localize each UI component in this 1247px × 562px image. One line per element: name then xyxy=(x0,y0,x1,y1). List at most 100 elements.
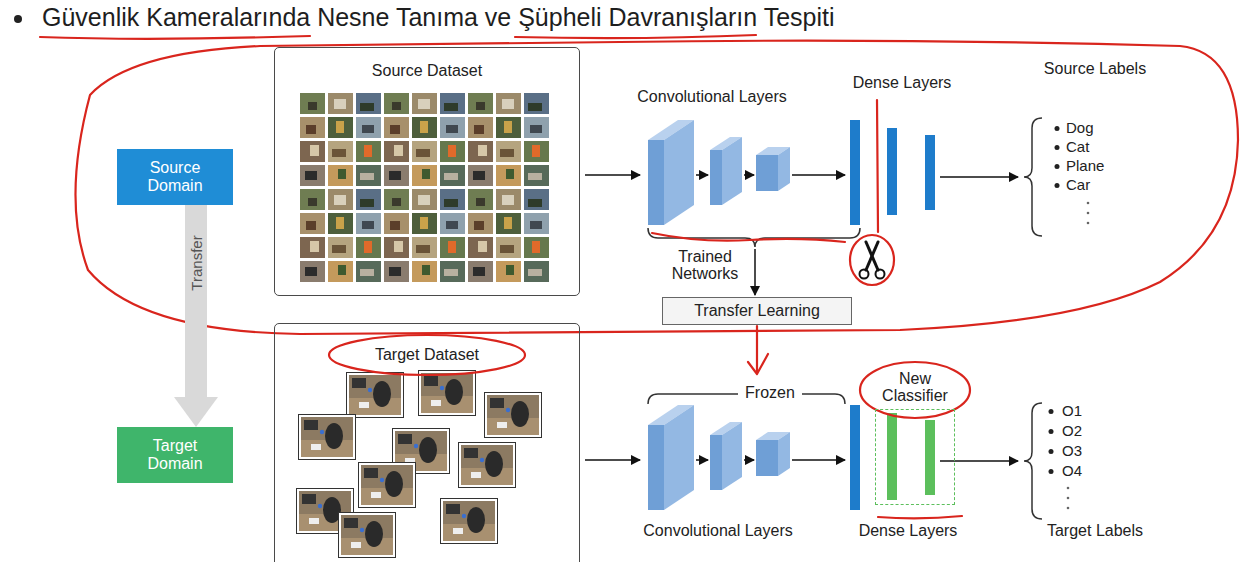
dense-bar xyxy=(850,120,860,225)
group-heading: New Classifier xyxy=(876,368,954,404)
brace xyxy=(648,228,860,247)
bullet xyxy=(1049,409,1054,414)
list-item: O3 xyxy=(1062,442,1082,459)
conv-face xyxy=(648,425,664,510)
conv-side xyxy=(664,405,694,510)
ellipsis-dot xyxy=(1087,202,1090,205)
box-label: Transfer Learning xyxy=(694,302,820,320)
flow-arrow xyxy=(744,459,754,461)
conv-face xyxy=(710,435,722,490)
brace xyxy=(648,394,738,404)
conv-face xyxy=(756,155,778,191)
list-heading: Target Labels xyxy=(1025,522,1165,539)
dense-bar-new xyxy=(887,413,897,500)
axis-caption: Convolutional Layers xyxy=(618,522,818,539)
title: Güvenlik Kameralarında Nesne Tanıma ve Ş… xyxy=(42,2,835,32)
bullet xyxy=(1055,145,1060,150)
domain-label: Source Domain xyxy=(135,159,215,196)
dense-bar xyxy=(850,405,860,510)
scissors-ring xyxy=(860,270,869,279)
red-circle xyxy=(850,235,894,285)
photo-grid xyxy=(300,93,552,285)
flow-arrow xyxy=(940,460,1018,462)
red-cut-line xyxy=(877,100,878,232)
scissors-ring xyxy=(876,270,885,279)
conv-side xyxy=(722,137,742,205)
bracket-label: Trained Networks xyxy=(666,248,744,282)
edge-label: Transfer xyxy=(188,232,205,293)
bullet xyxy=(1049,469,1054,474)
flow-arrow xyxy=(744,174,754,176)
conv-face xyxy=(756,440,778,476)
bullet xyxy=(1055,183,1060,188)
red-underline xyxy=(878,516,962,518)
dense-bar xyxy=(925,135,935,210)
dense-bar xyxy=(887,128,897,215)
conv-face xyxy=(648,140,664,225)
desk-image xyxy=(485,393,542,438)
desk-image xyxy=(339,513,396,558)
flow-arrow xyxy=(585,174,640,176)
flow-arrow xyxy=(585,459,640,461)
conv-side xyxy=(778,432,790,476)
conv-layers-top xyxy=(648,120,790,225)
domain-label: Target Domain xyxy=(135,437,215,474)
flow-arrow xyxy=(792,459,845,461)
classifier-group: New Classifier xyxy=(866,368,964,508)
ellipsis-dot xyxy=(1067,487,1070,490)
dashed-box xyxy=(875,409,955,505)
desk-image xyxy=(347,373,404,418)
axis-caption: Dense Layers xyxy=(843,522,973,539)
conv-side xyxy=(664,120,694,225)
flow-arrow xyxy=(940,176,1018,178)
red-bracket xyxy=(652,233,845,242)
list-item: O1 xyxy=(1062,402,1082,419)
ellipsis-dot xyxy=(1067,507,1070,510)
panel-heading: Source Dataset xyxy=(275,61,579,80)
process-box: Transfer Learning xyxy=(662,297,852,325)
red-underline xyxy=(40,36,310,39)
panel-heading: Target Dataset xyxy=(275,345,579,364)
ellipsis-dot xyxy=(1087,212,1090,215)
desk-image xyxy=(299,415,356,460)
bullet xyxy=(1055,164,1060,169)
domain-box: Source Domain xyxy=(117,149,233,205)
transfer-arrow xyxy=(185,205,207,397)
red-loop xyxy=(75,41,1238,334)
desk-image xyxy=(359,463,416,508)
brace xyxy=(802,394,845,404)
flow-arrow xyxy=(754,249,756,295)
axis-caption: Dense Layers xyxy=(837,74,967,91)
desk-image xyxy=(419,371,476,416)
conv-layers-bottom xyxy=(648,405,790,510)
bullet xyxy=(1049,429,1054,434)
conv-side xyxy=(778,147,790,191)
conv-face xyxy=(710,150,722,205)
scissors-blade xyxy=(866,242,878,270)
bullet xyxy=(1049,449,1054,454)
scissors-icon xyxy=(860,242,885,279)
list-item: O4 xyxy=(1062,462,1082,479)
scissors-blade xyxy=(866,242,878,270)
list-item: Car xyxy=(1066,176,1090,193)
domain-box: Target Domain xyxy=(117,427,233,483)
list-heading: Source Labels xyxy=(1025,60,1165,77)
flow-arrow xyxy=(696,174,708,176)
dataset-panel: Target Dataset xyxy=(274,323,580,562)
axis-caption: Convolutional Layers xyxy=(612,88,812,105)
ellipsis-dot xyxy=(1087,222,1090,225)
flow-arrow xyxy=(696,459,708,461)
dense-bar-new xyxy=(925,420,935,495)
ellipsis-dot xyxy=(1067,497,1070,500)
bullet xyxy=(1055,126,1060,131)
list-item: Dog xyxy=(1066,119,1094,136)
desk-image xyxy=(459,443,516,488)
red-check xyxy=(748,354,768,374)
brace xyxy=(1024,118,1042,236)
list-item: O2 xyxy=(1062,422,1082,439)
red-arrow xyxy=(756,326,758,372)
list-item: Plane xyxy=(1066,157,1104,174)
bracket-label: Frozen xyxy=(740,384,800,401)
desk-image xyxy=(441,499,498,544)
arrow-head xyxy=(174,397,218,427)
